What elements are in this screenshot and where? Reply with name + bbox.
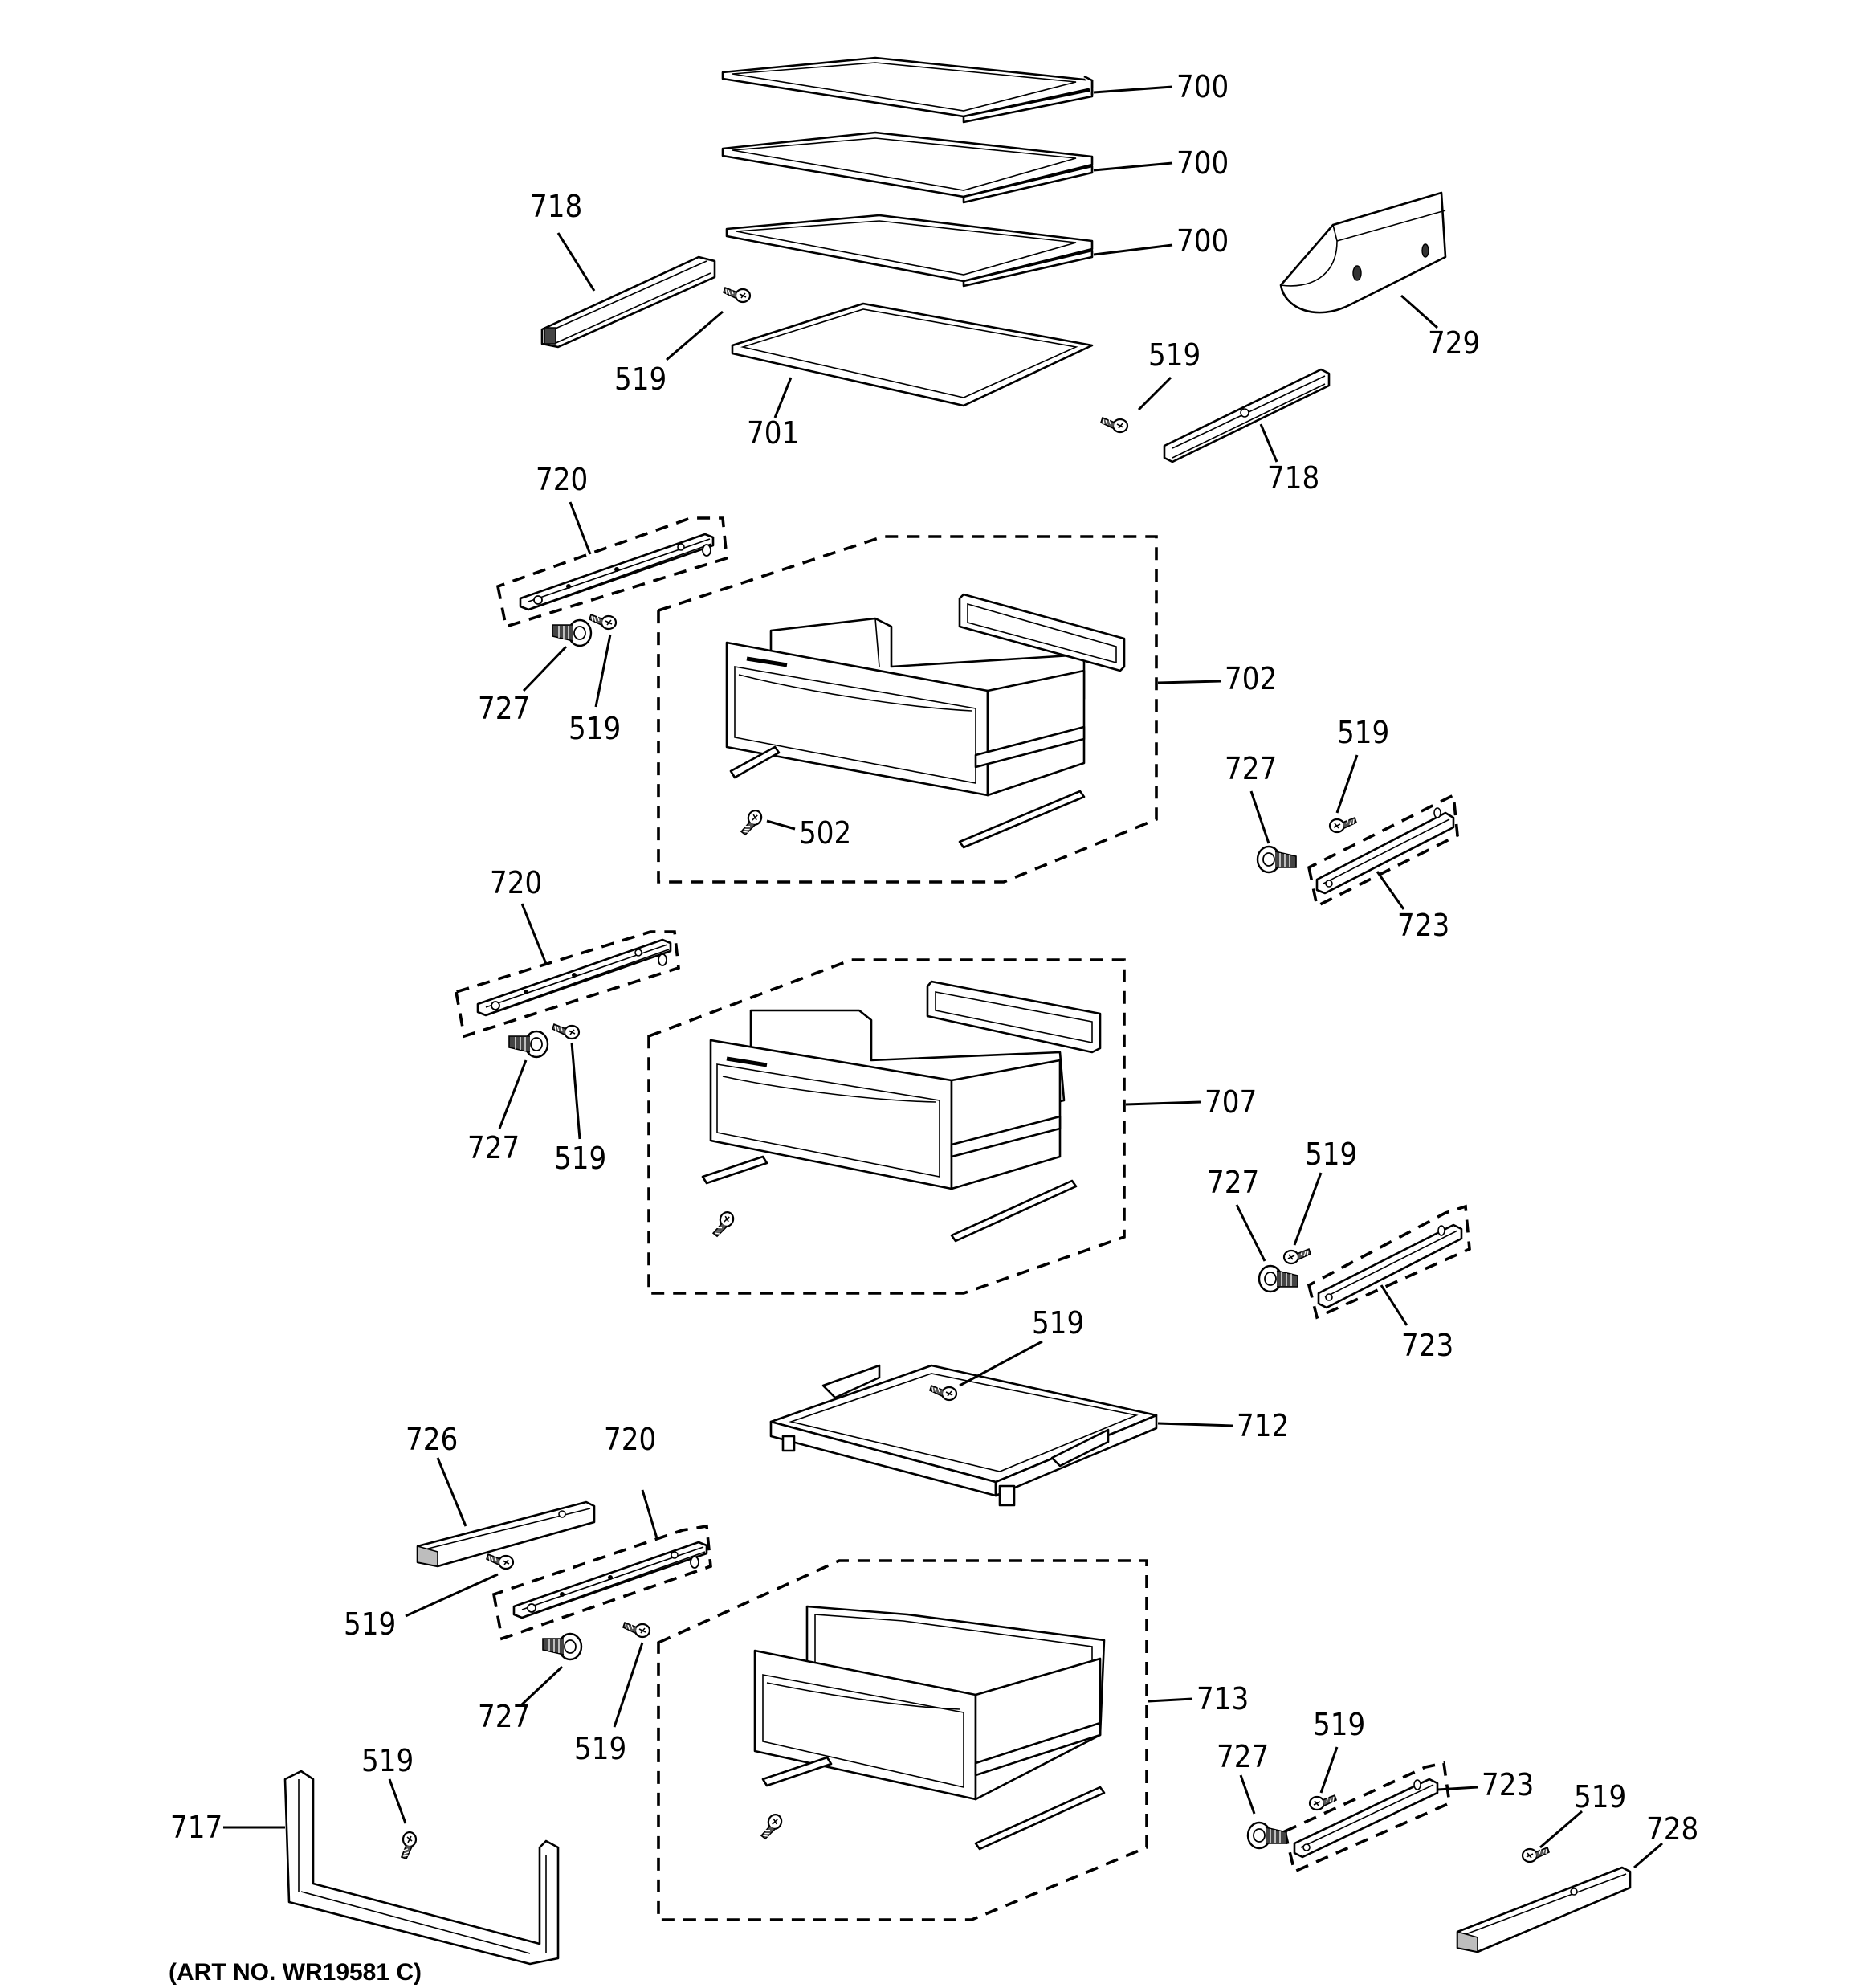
callout-728: 728 <box>1646 1811 1698 1847</box>
callout-718: 718 <box>530 189 582 224</box>
callout-727: 727 <box>478 691 530 726</box>
glass-shelf-701 <box>731 302 1094 407</box>
callout-718: 718 <box>1267 460 1319 496</box>
drawer-707 <box>701 980 1102 1243</box>
slide-723-upper-right <box>1307 793 1459 908</box>
callout-720: 720 <box>604 1422 656 1457</box>
callout-519: 519 <box>344 1606 396 1642</box>
slide-720-middle-left <box>454 930 680 1039</box>
callout-519: 519 <box>574 1731 626 1766</box>
callout-519: 519 <box>614 361 667 397</box>
callout-519: 519 <box>1574 1779 1626 1815</box>
shelf-support-718-left <box>540 255 716 349</box>
callout-712: 712 <box>1237 1408 1289 1443</box>
callout-labels: 700 700 700 701 718 519 729 519 718 720 … <box>169 69 1698 1986</box>
drawer-support-728 <box>1456 1866 1632 1953</box>
slide-723-middle-right <box>1307 1204 1471 1320</box>
callout-701: 701 <box>747 415 799 451</box>
callout-519: 519 <box>554 1141 606 1176</box>
callout-707: 707 <box>1205 1084 1257 1120</box>
callout-723: 723 <box>1401 1328 1453 1363</box>
callout-700: 700 <box>1176 223 1229 259</box>
callout-727: 727 <box>1225 751 1277 786</box>
crisper-drawer-702 <box>725 593 1126 849</box>
callout-726: 726 <box>406 1422 458 1457</box>
callout-723: 723 <box>1397 908 1449 943</box>
callout-727: 727 <box>478 1699 530 1734</box>
callout-519: 519 <box>1032 1305 1084 1341</box>
art-number: (ART NO. WR19581 C) <box>169 1959 422 1986</box>
callout-519: 519 <box>1148 337 1201 373</box>
callout-700: 700 <box>1176 69 1229 104</box>
callout-720: 720 <box>536 462 588 497</box>
slide-720-lower-left <box>491 1524 712 1641</box>
callout-502: 502 <box>799 815 851 851</box>
callout-717: 717 <box>170 1810 222 1845</box>
callout-519: 519 <box>361 1743 414 1778</box>
callout-519: 519 <box>1305 1137 1357 1172</box>
callout-702: 702 <box>1225 661 1277 696</box>
callout-720: 720 <box>490 865 542 900</box>
callout-727: 727 <box>1207 1165 1259 1200</box>
callout-727: 727 <box>1217 1739 1269 1774</box>
drawer-support-726 <box>416 1500 596 1568</box>
glass-shelf-700-middle <box>721 131 1094 204</box>
callout-519: 519 <box>1313 1707 1365 1742</box>
callout-713: 713 <box>1196 1681 1249 1717</box>
slide-720-upper-left <box>495 516 728 629</box>
glass-shelf-700-top <box>721 56 1094 124</box>
callout-519: 519 <box>569 711 621 746</box>
callout-700: 700 <box>1176 145 1229 181</box>
callout-727: 727 <box>467 1130 520 1165</box>
glass-shelf-700-lower <box>725 214 1094 288</box>
shelf-support-718-right <box>1163 368 1331 463</box>
slide-723-lower-right <box>1282 1761 1451 1874</box>
pan-cover-shelf-712 <box>769 1364 1158 1507</box>
callout-519: 519 <box>1337 715 1389 750</box>
bottom-frame-717 <box>283 1770 560 1966</box>
drawer-713 <box>753 1605 1106 1851</box>
callout-729: 729 <box>1428 325 1480 361</box>
callout-723: 723 <box>1482 1767 1534 1802</box>
trim-cover-729 <box>1279 191 1447 314</box>
